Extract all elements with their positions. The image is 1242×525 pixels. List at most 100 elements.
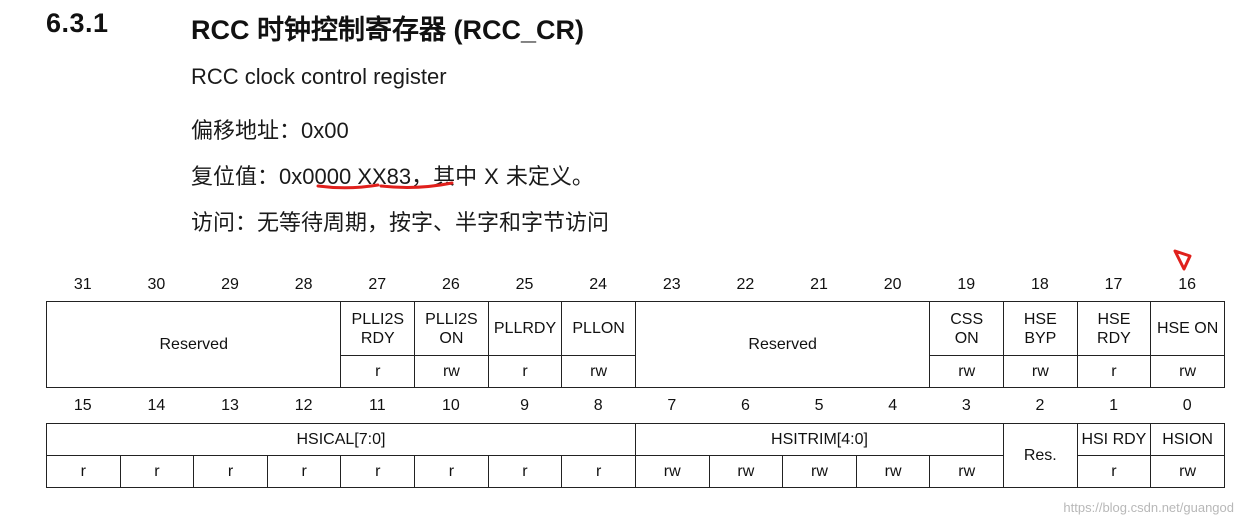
field-label-line1: CSS [950,310,984,328]
field-label-line1: PLLI2S [351,310,405,328]
offset-value: 0x00 [301,118,349,143]
watermark-text: https://blog.csdn.net/guangod [1063,500,1234,515]
field-pllrdy: PLLRDY [487,301,563,356]
bit-number: 12 [294,397,313,414]
section-title: RCC 时钟控制寄存器 (RCC_CR) [191,15,584,45]
reset-note-post: 未定义。 [498,165,594,190]
reset-label: 复位值： [191,165,280,190]
reset-value: 0000 XX83 [302,164,412,189]
access-hsical-bit: r [340,455,416,488]
lower-bit-numbers: 15 14 13 12 11 10 9 8 7 6 5 4 3 2 1 0 [46,397,1224,415]
bit-number: 16 [1178,276,1197,293]
access-hsitrim-bit: rw [855,455,931,488]
field-reserved-upper: Reserved [45,301,342,388]
bit-number: 24 [589,276,608,293]
bit-number: 26 [442,276,460,293]
access-hserdy: r [1076,355,1152,388]
bit-number: 27 [368,276,387,293]
reset-value-line: 复位值：0x0000 XX83，其中 X 未定义。 [191,159,594,191]
field-reserved-bit2: Res. [1003,423,1078,488]
bit-number: 28 [294,276,313,293]
field-label-line1: HSE [1023,310,1057,328]
access-line: 访问：无等待周期，按字、半字和字节访问 [191,205,609,237]
access-hsebyp: rw [1003,355,1078,388]
access-hsical-bit: r [266,455,342,488]
bit-number: 8 [593,397,603,414]
bit-number: 3 [961,397,971,414]
field-label-line2: ON [954,329,979,347]
bit-number: 18 [1031,276,1049,293]
access-hsion: rw [1150,455,1225,488]
field-hsirdy: HSI RDY [1076,423,1152,456]
access-hsical-bit: r [414,455,489,488]
bit-number: 6 [740,397,750,414]
bit-number: 1 [1109,397,1119,414]
section-number: 6.3.1 [46,8,109,38]
bit-number: 4 [888,397,898,414]
bit-number: 2 [1035,397,1045,414]
bit-number: 22 [736,276,755,293]
field-hsitrim: HSITRIM[4:0] [634,423,1005,456]
register-table-lower: HSICAL[7:0] HSITRIM[4:0] Res. HSI RDY HS… [46,423,1225,488]
bit-number: 21 [810,276,828,293]
access-plli2son: rw [414,355,489,388]
access-hsical-bit: r [487,455,563,488]
reset-note-x: X [484,164,499,189]
reset-value-prefix: 0x [279,164,303,189]
access-hsical-bit: r [561,455,636,488]
access-text: 访问：无等待周期，按字、半字和字节访问 [191,211,610,236]
access-hsical-bit: r [193,455,268,488]
access-hsitrim-bit: rw [782,455,857,488]
bit-number: 30 [147,276,166,293]
access-hseon: rw [1150,355,1225,388]
upper-bit-numbers: 31 30 29 28 27 26 25 24 23 22 21 20 19 1… [46,276,1224,294]
access-pllon: rw [561,355,636,388]
field-hsion: HSION [1150,423,1225,456]
bit-number: 9 [520,397,530,414]
bit-number: 19 [957,276,976,293]
bit-number: 10 [442,397,460,414]
field-label-line2: RDY [360,329,395,347]
bit-number: 29 [221,276,239,293]
bit-number: 23 [662,276,681,293]
bit-number: 5 [814,397,824,414]
field-hsical: HSICAL[7:0] [46,423,636,456]
access-csson: rw [929,355,1005,388]
reset-separator: ， [411,165,434,190]
bit16-marker [1173,249,1192,271]
field-hseon: HSE ON [1150,301,1225,356]
access-hsitrim-bit: rw [929,455,1004,488]
access-hsical-bit: r [46,455,121,488]
register-english-name: RCC clock control register [191,64,447,89]
field-label-line1: PLLI2S [425,310,478,328]
offset-label: 偏移地址： [191,119,302,144]
field-label-line2: RDY [1097,329,1131,347]
field-reserved-mid: Reserved [634,301,931,388]
field-label-line2: BYP [1024,329,1057,347]
bit-number: 13 [221,397,239,414]
reset-note-pre: 其中 [433,165,485,190]
access-hsical-bit: r [119,455,195,488]
access-hsitrim-bit: rw [708,455,784,488]
bit-number: 31 [73,276,92,293]
bit-number: 20 [883,276,902,293]
field-label-line2: ON [439,329,464,347]
field-pllon: PLLON [561,301,636,356]
field-label-line1: HSE [1097,310,1131,328]
bit-number: 15 [73,397,92,414]
bit-number: 14 [147,397,166,414]
bit-number: 7 [667,397,677,414]
bit-number: 0 [1182,397,1192,414]
bit-number: 25 [515,276,534,293]
access-plli2srdy: r [340,355,416,388]
bit-number: 17 [1104,276,1123,293]
access-hsirdy: r [1076,455,1152,488]
offset-line: 偏移地址：0x00 [191,113,349,145]
access-hsitrim-bit: rw [634,455,710,488]
access-pllrdy: r [487,355,563,388]
